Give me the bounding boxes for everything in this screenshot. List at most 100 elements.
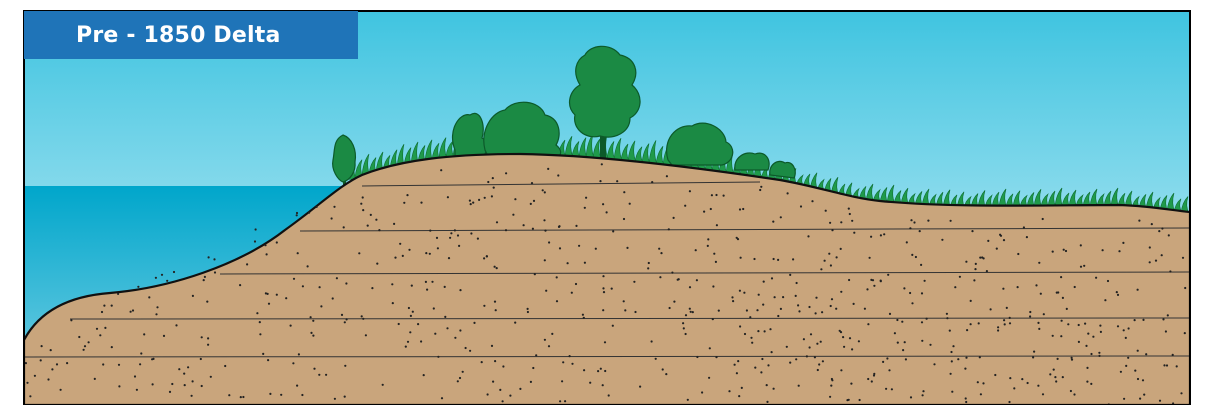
soil-grain	[103, 305, 105, 307]
soil-grain	[1029, 315, 1031, 317]
soil-grain	[491, 345, 493, 347]
soil-grain	[532, 367, 534, 369]
soil-grain	[544, 259, 546, 261]
soil-grain	[201, 385, 203, 387]
soil-grain	[807, 235, 809, 237]
soil-grain	[1104, 299, 1106, 301]
soil-grain	[1078, 341, 1080, 343]
soil-grain	[712, 318, 714, 320]
soil-grain	[1061, 320, 1063, 322]
soil-grain	[965, 401, 967, 403]
soil-grain	[239, 284, 241, 286]
soil-grain	[228, 394, 230, 396]
soil-grain	[921, 340, 923, 342]
soil-grain	[450, 232, 452, 234]
soil-grain	[166, 280, 168, 282]
soil-grain	[320, 305, 322, 307]
soil-grain	[773, 258, 775, 260]
soil-grain	[136, 389, 138, 391]
soil-grain	[420, 340, 422, 342]
soil-grain	[629, 203, 631, 205]
soil-grain	[101, 311, 103, 313]
soil-grain	[155, 277, 157, 279]
soil-grain	[1168, 234, 1170, 236]
soil-grain	[240, 396, 242, 398]
soil-grain	[885, 388, 887, 390]
soil-grain	[1163, 364, 1165, 366]
soil-grain	[669, 307, 671, 309]
soil-grain	[1123, 329, 1125, 331]
soil-grain	[491, 195, 493, 197]
soil-grain	[800, 205, 802, 207]
soil-grain	[469, 350, 471, 352]
soil-grain	[974, 268, 976, 270]
soil-grain	[687, 399, 689, 401]
soil-grain	[757, 330, 759, 332]
soil-grain	[139, 363, 141, 365]
soil-grain	[810, 333, 812, 335]
soil-grain	[341, 314, 343, 316]
soil-grain	[772, 221, 774, 223]
soil-grain	[398, 323, 400, 325]
soil-grain	[143, 333, 145, 335]
soil-grain	[867, 378, 869, 380]
soil-grain	[492, 177, 494, 179]
soil-grain	[731, 296, 733, 298]
soil-grain	[392, 302, 394, 304]
soil-grain	[774, 296, 776, 298]
soil-grain	[296, 385, 298, 387]
soil-grain	[41, 345, 43, 347]
soil-grain	[1092, 336, 1094, 338]
soil-grain	[744, 333, 746, 335]
soil-grain	[997, 329, 999, 331]
soil-grain	[156, 306, 158, 308]
soil-grain	[1057, 358, 1059, 360]
soil-grain	[713, 253, 715, 255]
soil-grain	[648, 262, 650, 264]
soil-grain	[1052, 251, 1054, 253]
soil-grain	[848, 208, 850, 210]
soil-grain	[344, 365, 346, 367]
diagram-title: Pre - 1850 Delta	[24, 11, 358, 59]
soil-grain	[1056, 292, 1058, 294]
soil-grain	[494, 360, 496, 362]
soil-grain	[701, 391, 703, 393]
soil-grain	[40, 359, 42, 361]
soil-grain	[407, 341, 409, 343]
soil-grain	[509, 395, 511, 397]
soil-grain	[965, 397, 967, 399]
soil-grain	[612, 230, 614, 232]
soil-grain	[1162, 318, 1164, 320]
soil-grain	[977, 381, 979, 383]
soil-grain	[118, 385, 120, 387]
soil-grain	[997, 326, 999, 328]
soil-grain	[1149, 246, 1151, 248]
soil-grain	[259, 333, 261, 335]
soil-grain	[259, 321, 261, 323]
soil-grain	[711, 194, 713, 196]
soil-grain	[1122, 242, 1124, 244]
soil-grain	[201, 336, 203, 338]
soil-grain	[433, 307, 435, 309]
soil-grain	[1004, 323, 1006, 325]
soil-grain	[957, 358, 959, 360]
soil-grain	[336, 277, 338, 279]
soil-grain	[117, 293, 119, 295]
soil-grain	[883, 233, 885, 235]
soil-grain	[612, 325, 614, 327]
soil-grain	[1052, 335, 1054, 337]
soil-grain	[319, 286, 321, 288]
soil-grain	[280, 394, 282, 396]
soil-grain	[1127, 357, 1129, 359]
soil-grain	[973, 279, 975, 281]
soil-grain	[1117, 325, 1119, 327]
soil-grain	[882, 361, 884, 363]
soil-grain	[426, 289, 428, 291]
soil-grain	[951, 391, 953, 393]
soil-grain	[318, 374, 320, 376]
soil-grain	[829, 222, 831, 224]
soil-grain	[1037, 385, 1039, 387]
soil-grain	[408, 307, 410, 309]
soil-grain	[623, 218, 625, 220]
soil-grain	[1080, 244, 1082, 246]
